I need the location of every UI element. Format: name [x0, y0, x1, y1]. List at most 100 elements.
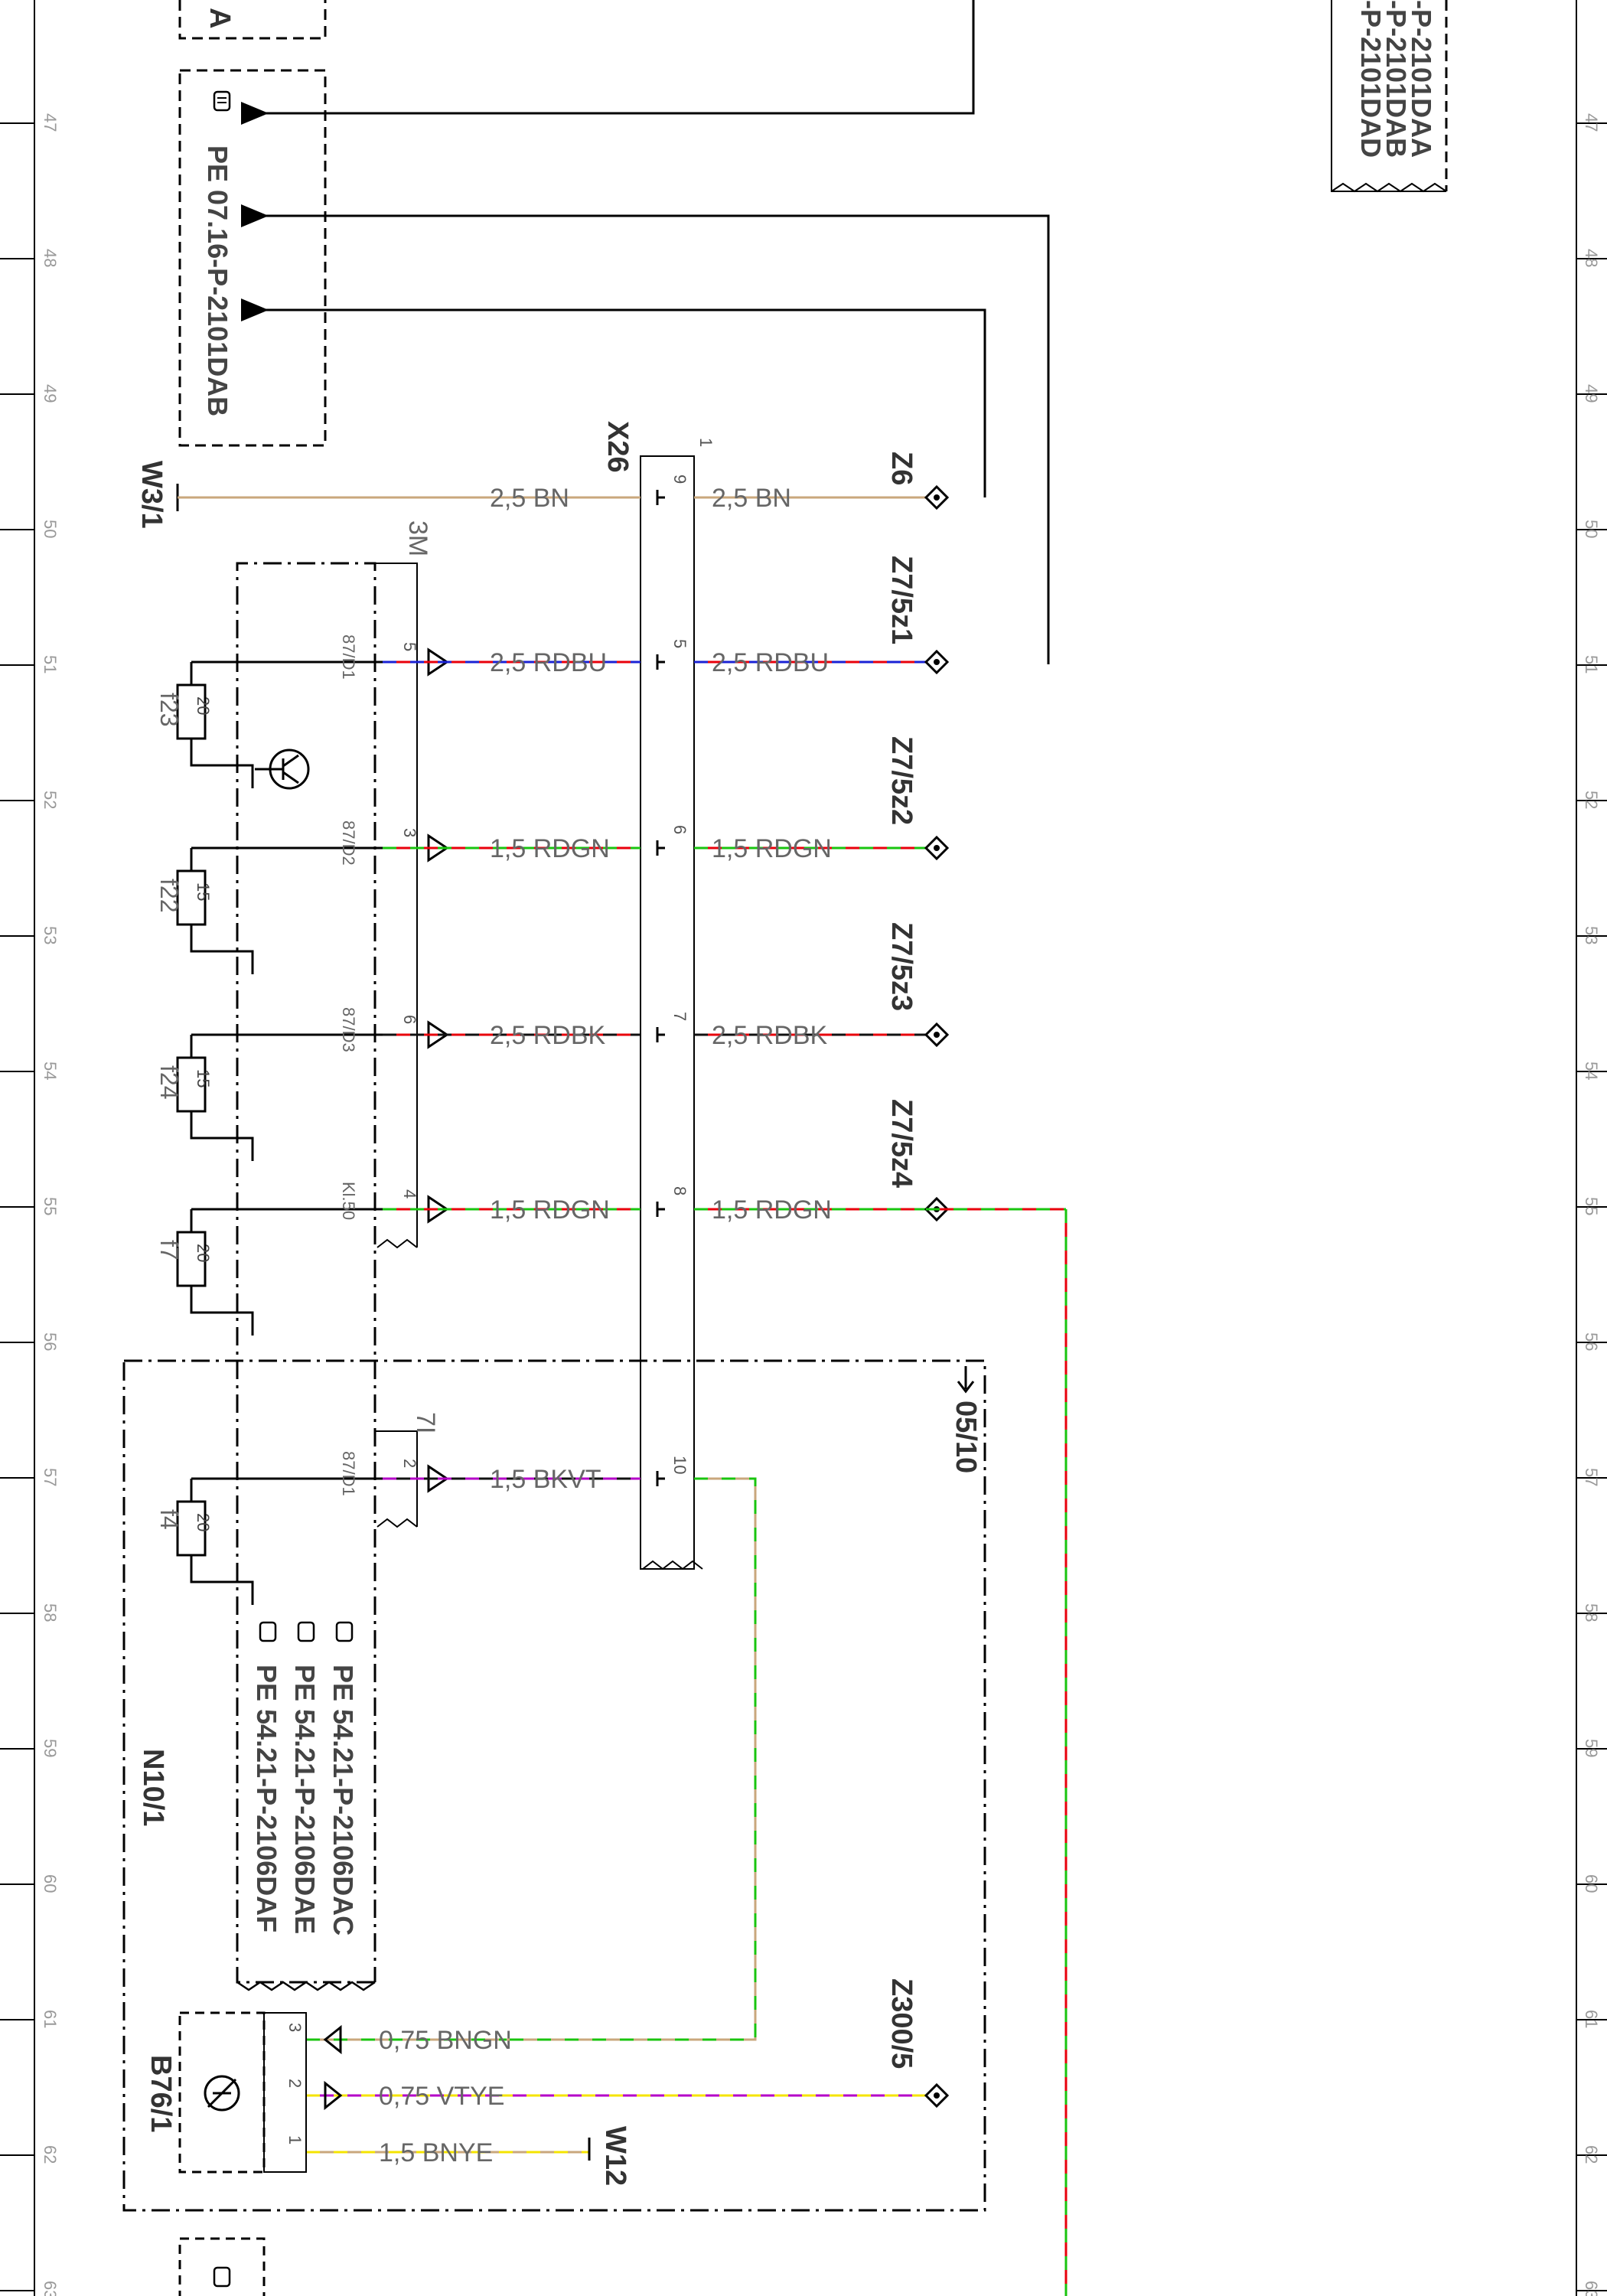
row-number-right: 50 [1582, 520, 1601, 538]
b76-1-label: B76/1 [145, 2055, 177, 2132]
sensor-wire-3-label: 0,75 BNGN [379, 2026, 512, 2055]
fuse-f24-bottom-lead [190, 1111, 254, 1161]
top-stub-box [178, 0, 327, 40]
row-number-right: 48 [1582, 249, 1601, 267]
row-number-left: 56 [41, 1332, 60, 1351]
wire-w52-left-label: 1,5 RDGN [490, 834, 610, 863]
connector-7i-label: 7I [411, 1412, 440, 1433]
row-number-left: 49 [41, 384, 60, 403]
row-number-left: 51 [41, 655, 60, 673]
wire-w52-sam-pin: 3 [400, 828, 419, 837]
row-number-right: 51 [1582, 655, 1601, 673]
fuse-f24-body [176, 1056, 207, 1113]
fuse-f22-name: f22 [155, 879, 183, 912]
fuse-f23-rating: 20 [194, 696, 213, 715]
row-number-right: 58 [1582, 1603, 1601, 1622]
wire-x26-10-route-green [507, 1477, 757, 2041]
w3-1-label: W3/1 [135, 461, 168, 529]
bottom-pe-stub [178, 2237, 266, 2296]
pe-fuse-ref-1: PE 54.21-P-2106DAC [328, 1665, 359, 1936]
b76-1-connector [263, 2012, 307, 2173]
z7-5z2-label: Z7/5z2 [885, 736, 918, 825]
row-number-right: 53 [1582, 926, 1601, 944]
wire-w50-left-label: 2,5 BN [490, 484, 569, 513]
wire-w51-splice-dot [934, 659, 940, 665]
z7-5z1-label: Z7/5z1 [885, 556, 918, 644]
row-number-left: 58 [41, 1603, 60, 1622]
fuse-f7-terminal: Kl.50 [339, 1182, 358, 1220]
row-number-right: 63 [1582, 2281, 1601, 2296]
z7-5z3-label: Z7/5z3 [885, 922, 918, 1011]
fuse-f22-body [176, 869, 207, 926]
fuse-f23-name: f23 [155, 693, 183, 726]
wire-w52-right-label: 1,5 RDGN [712, 834, 832, 863]
fuse-f7-name: f7 [155, 1240, 183, 1261]
wire-w50-x26-pin: 9 [670, 475, 689, 484]
bottom-pe-hand-icon [213, 2266, 231, 2288]
pe-arrow-line-2 [241, 204, 1050, 664]
top-right-ref-1: -P-2101DAA [1406, 0, 1437, 158]
row-number-left: 54 [41, 1062, 60, 1080]
row-number-right: 54 [1582, 1062, 1601, 1080]
row-number-left: 50 [41, 520, 60, 538]
x26-label: X26 [601, 421, 634, 473]
fuse-f4-name: f4 [155, 1509, 183, 1530]
pe-main-label: PE 07.16-P-2101DAB [202, 145, 233, 416]
row-number-left: 57 [41, 1468, 60, 1486]
fuse-f4-terminal: 87/D1 [339, 1451, 358, 1496]
wire-w50-splice-dot [934, 494, 940, 501]
x26-pin-1: 1 [696, 438, 715, 447]
x26-connector [640, 455, 695, 1570]
fuse-f23-bottom-lead [190, 739, 254, 788]
row-number-left: 60 [41, 1874, 60, 1893]
row-number-right: 61 [1582, 2010, 1601, 2028]
row-number-left: 63 [41, 2281, 60, 2296]
wire-w55-right-label: 1,5 RDGN [712, 1195, 832, 1225]
pe-arrow-line-3 [241, 298, 986, 497]
ref-05-10-arrow [957, 1366, 975, 1394]
fuse-f7-bottom-lead [190, 1286, 254, 1336]
wire-w50-x26-terminal [656, 490, 665, 505]
fuse-f22-terminal: 87/D2 [339, 820, 358, 866]
connector-7i-outline [375, 1430, 418, 1527]
wire-w52-splice-dot [934, 845, 940, 851]
fuses: 20f2387/D115f2287/D215f2487/D320f7Kl.502… [155, 634, 383, 1605]
wire-w54-left-label: 2,5 RDBK [490, 1021, 605, 1050]
top-right-ref-3: -P-2101DAD [1355, 0, 1387, 158]
fuse-f4-bottom-lead [190, 1555, 254, 1605]
x26-zigzag [642, 1560, 703, 1570]
wire-w57-x26-terminal [656, 1471, 665, 1486]
fuse-f24-name: f24 [155, 1065, 183, 1099]
sensor-wire-1-pin: 1 [285, 2135, 305, 2144]
row-number-left: 55 [41, 1197, 60, 1215]
sensor-wire-1-label: 1,5 BNYE [379, 2138, 493, 2167]
wire-w55-x26-pin: 8 [670, 1186, 689, 1195]
wire-w51-right-label: 2,5 RDBU [712, 648, 829, 677]
row-number-right: 56 [1582, 1332, 1601, 1351]
fuse-block-zigzag [236, 1981, 376, 1991]
fuse-f4-rating: 20 [194, 1513, 213, 1531]
wire-w54-x26-terminal [656, 1027, 665, 1042]
wire-w50-right-label: 2,5 BN [712, 484, 791, 513]
row-number-right: 60 [1582, 1874, 1601, 1893]
fuse-f24-terminal: 87/D3 [339, 1007, 358, 1052]
top-right-ref-zigzag [1331, 182, 1447, 193]
z300-5-label: Z300/5 [885, 1978, 918, 2069]
row-number-left: 53 [41, 926, 60, 944]
sensor-wire-2-pin: 2 [285, 2079, 305, 2088]
row-number-left: 61 [41, 2010, 60, 2028]
fuse-f23-terminal: 87/D1 [339, 634, 358, 680]
z7-5z4-label: Z7/5z4 [885, 1099, 918, 1188]
transistor-icon [255, 748, 310, 790]
wire-w54-sam-pin: 6 [400, 1015, 419, 1024]
pe-main-box [178, 69, 327, 447]
row-number-right: 55 [1582, 1197, 1601, 1215]
row-number-left: 47 [41, 113, 60, 132]
row-number-left: 48 [41, 249, 60, 267]
connector-7i-zigzag [376, 1518, 418, 1528]
pe-main-hand-icon [213, 90, 231, 112]
